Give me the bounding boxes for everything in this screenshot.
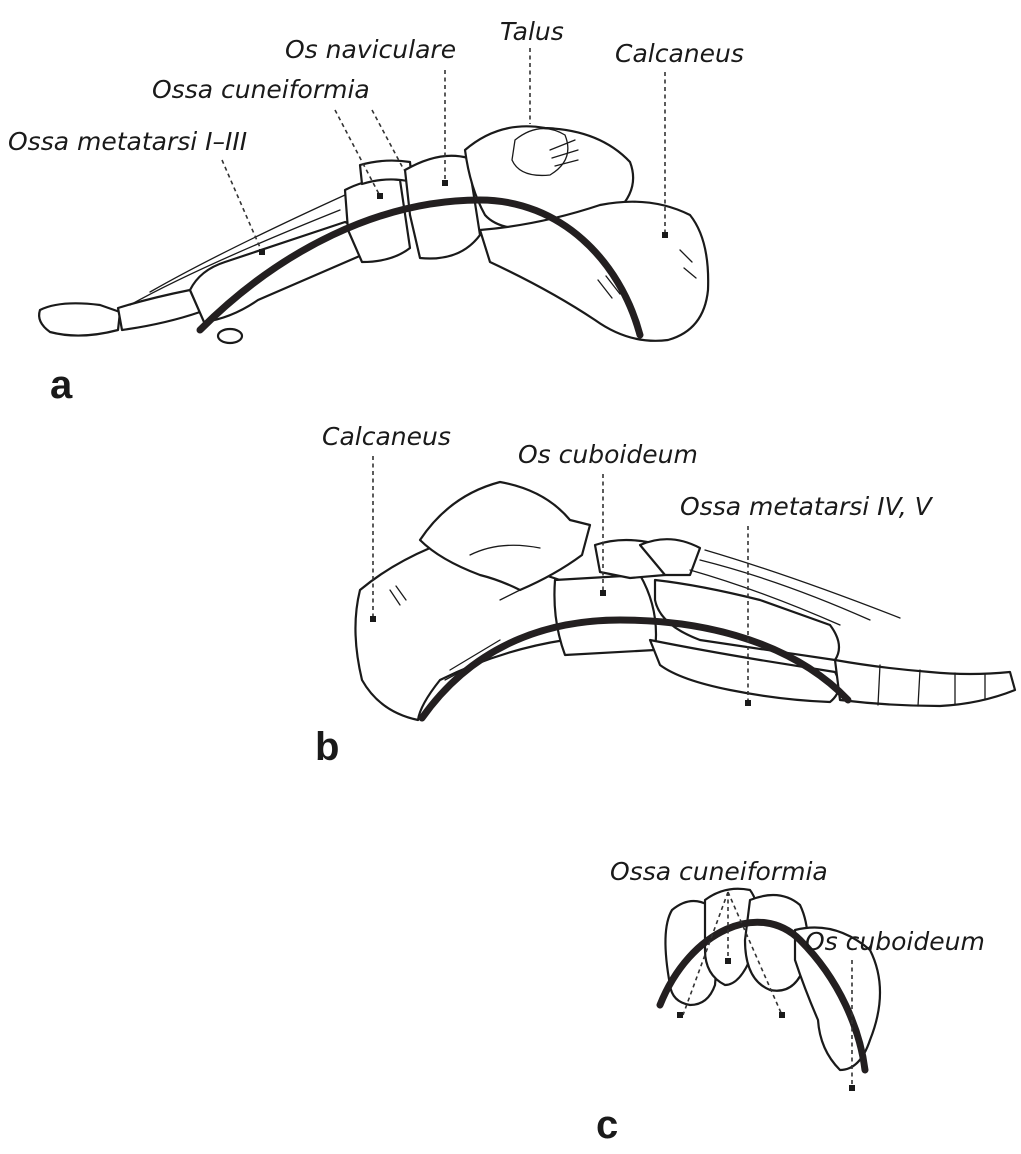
- label-calcaneus-a: Calcaneus: [615, 39, 744, 68]
- marker-metatarsi: [259, 249, 265, 255]
- panel-a: Ossa metatarsi I–III Ossa cuneiformia Os…: [8, 17, 744, 407]
- marker-calcaneus-a: [662, 232, 668, 238]
- label-ossa-cuneiformia: Ossa cuneiformia: [152, 75, 370, 104]
- marker-calcaneus-b: [370, 616, 376, 622]
- panel-letter-a: a: [50, 363, 73, 407]
- marker-naviculare: [442, 180, 448, 186]
- leader-metatarsi: [222, 160, 262, 252]
- panel-a-label-metatarsi: Ossa metatarsi I–III: [8, 127, 265, 255]
- phalanges-lateral: [835, 660, 1015, 706]
- label-talus: Talus: [500, 17, 564, 46]
- panel-c: Ossa cuneiformia Os cuboideum c: [596, 857, 985, 1147]
- marker-cuneiformia-c-2: [725, 958, 731, 964]
- leader-cuneiformia-1: [335, 110, 380, 196]
- label-ossa-cuneiformia-c: Ossa cuneiformia: [610, 857, 828, 886]
- panel-a-label-talus: Talus: [500, 17, 564, 124]
- marker-cuboideum-c: [849, 1085, 855, 1091]
- panel-letter-b: b: [315, 725, 339, 769]
- label-ossa-metatarsi-IV-V: Ossa metatarsi IV, V: [680, 492, 934, 521]
- toe-proximal-phalanx: [118, 290, 200, 330]
- toe-distal-phalanx: [39, 303, 120, 335]
- label-ossa-metatarsi-I-III: Ossa metatarsi I–III: [8, 127, 247, 156]
- marker-cuneiformia-c-3: [779, 1012, 785, 1018]
- marker-cuneiformia: [377, 193, 383, 199]
- sesamoid-bone: [218, 329, 242, 343]
- panel-c-bones: [665, 889, 880, 1070]
- label-calcaneus-b: Calcaneus: [322, 422, 451, 451]
- panel-letter-c: c: [596, 1103, 618, 1147]
- marker-cuneiformia-c-1: [677, 1012, 683, 1018]
- marker-metatarsi-b: [745, 700, 751, 706]
- label-os-cuboideum-b: Os cuboideum: [518, 440, 698, 469]
- cuboid: [554, 575, 656, 655]
- panel-a-bones: [39, 126, 708, 343]
- marker-cuboideum-b: [600, 590, 606, 596]
- panel-b: Calcaneus Os cuboideum Ossa metatarsi IV…: [315, 422, 1015, 769]
- label-os-cuboideum-c: Os cuboideum: [805, 927, 985, 956]
- label-os-naviculare: Os naviculare: [285, 35, 456, 64]
